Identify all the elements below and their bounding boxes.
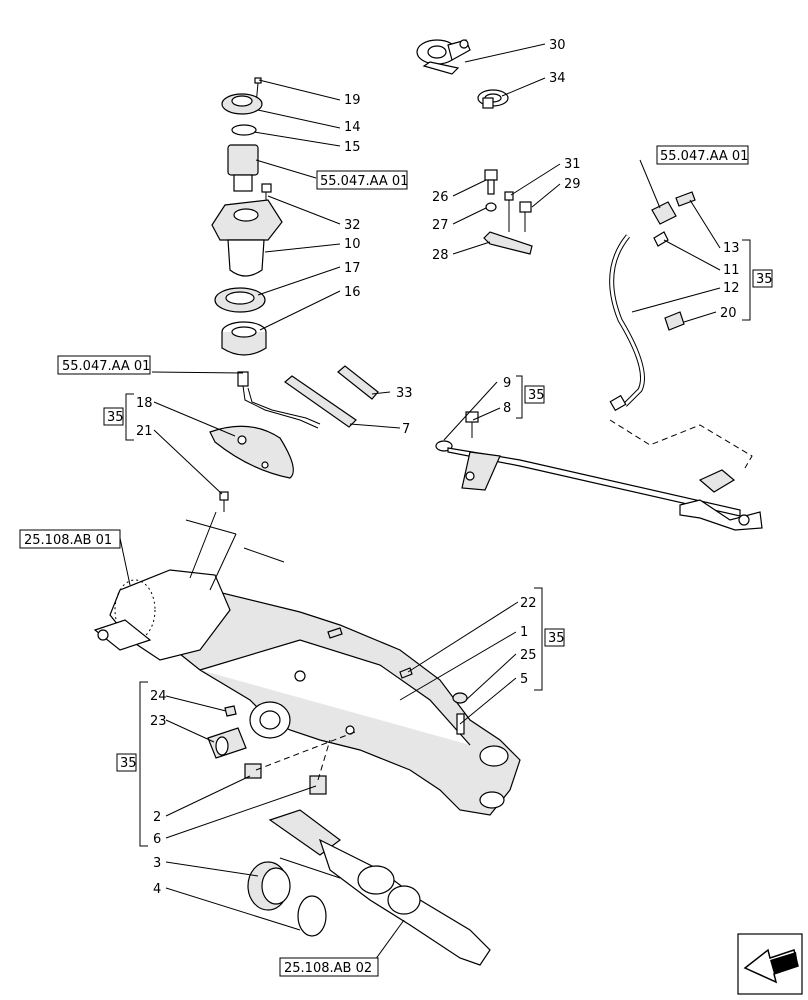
ref-label: 55.047.AA 01 xyxy=(320,174,408,189)
leader-lines xyxy=(119,43,721,961)
callout-30: 30 xyxy=(549,38,566,53)
part-18-plate xyxy=(209,425,294,479)
part-17-seal xyxy=(214,287,266,313)
part-26-bolt xyxy=(484,169,498,195)
part-2-plug xyxy=(244,763,262,779)
part-14-cap xyxy=(221,93,263,115)
callout-26: 26 xyxy=(432,190,449,205)
ref-box-55047-right[interactable]: 55.047.AA 01 xyxy=(656,145,749,165)
callout-4: 4 xyxy=(153,882,161,897)
group-box-35-plate[interactable]: 35 xyxy=(103,407,124,426)
part-12-hose xyxy=(609,234,645,412)
callout-9: 9 xyxy=(503,376,511,391)
part-6-plug xyxy=(309,775,327,795)
part-sensor-cable xyxy=(237,371,321,429)
callout-17: 17 xyxy=(344,261,361,276)
plug-dash-line xyxy=(255,731,356,771)
callout-2: 2 xyxy=(153,810,161,825)
part-drive-shaft xyxy=(268,809,491,966)
group-label: 35 xyxy=(548,631,565,646)
part-1-axle-housing xyxy=(169,589,521,816)
ref-label: 25.108.AB 01 xyxy=(24,533,112,548)
part-31-screw xyxy=(504,191,514,232)
callout-10: 10 xyxy=(344,237,361,252)
part-pin-top xyxy=(327,627,343,639)
callout-22: 22 xyxy=(520,596,537,611)
part-27-washer xyxy=(485,202,497,212)
callout-15: 15 xyxy=(344,140,361,155)
part-30-clamp xyxy=(416,39,471,75)
part-21-screw xyxy=(219,491,229,512)
callout-32: 32 xyxy=(344,218,361,233)
callout-14: 14 xyxy=(344,120,361,135)
callout-29: 29 xyxy=(564,177,581,192)
group-label: 35 xyxy=(120,756,137,771)
ref-box-55047-left[interactable]: 55.047.AA 01 xyxy=(57,355,151,375)
group-label: 35 xyxy=(528,388,545,403)
group-box-35-left[interactable]: 35 xyxy=(116,753,137,772)
part-11-cap xyxy=(653,231,669,247)
callout-16: 16 xyxy=(344,285,361,300)
callout-18: 18 xyxy=(136,396,153,411)
plug-dash-line-2 xyxy=(317,739,331,781)
group-label: 35 xyxy=(107,410,124,425)
part-9-lever xyxy=(435,440,763,531)
part-29-bolt xyxy=(519,201,532,232)
hose-routing-line xyxy=(609,419,753,469)
ref-box-25108-01[interactable]: 25.108.AB 01 xyxy=(19,529,121,549)
part-33-sleeve xyxy=(337,365,379,400)
part-20-clip xyxy=(664,311,685,331)
part-4-oring xyxy=(297,895,327,937)
part-7-sleeve xyxy=(284,375,357,428)
callout-19: 19 xyxy=(344,93,361,108)
group-box-35-axle[interactable]: 35 xyxy=(544,628,565,647)
part-sensor-body xyxy=(227,144,259,192)
callout-23: 23 xyxy=(150,714,167,729)
group-box-35-lever[interactable]: 35 xyxy=(524,385,545,404)
group-brackets xyxy=(125,239,751,847)
part-34-hose-clip xyxy=(477,89,509,109)
ref-box-25108-02[interactable]: 25.108.AB 02 xyxy=(279,957,379,977)
callout-5: 5 xyxy=(520,672,528,687)
callout-27: 27 xyxy=(432,218,449,233)
part-3-seal xyxy=(247,861,291,911)
part-connector xyxy=(651,201,677,225)
callout-11: 11 xyxy=(723,263,740,278)
part-10-housing xyxy=(211,199,283,277)
part-13-plug xyxy=(675,191,696,207)
callout-12: 12 xyxy=(723,281,740,296)
ref-label: 55.047.AA 01 xyxy=(660,149,748,164)
group-box-35-right[interactable]: 35 xyxy=(752,269,773,288)
callout-3: 3 xyxy=(153,856,161,871)
part-16-bearing xyxy=(221,321,267,356)
callout-13: 13 xyxy=(723,241,740,256)
part-15-ring xyxy=(231,124,257,136)
group-label: 35 xyxy=(756,272,773,287)
callout-21: 21 xyxy=(136,424,153,439)
part-24-pin xyxy=(224,705,237,717)
callout-20: 20 xyxy=(720,306,737,321)
callout-33: 33 xyxy=(396,386,413,401)
arrow-back-icon[interactable] xyxy=(737,933,803,995)
part-22-pin xyxy=(399,667,413,679)
part-left-hub xyxy=(93,511,285,661)
part-23-bush xyxy=(207,727,247,759)
callout-28: 28 xyxy=(432,248,449,263)
part-25-nut xyxy=(452,692,468,704)
callout-7: 7 xyxy=(402,422,410,437)
part-8-bolt xyxy=(465,411,479,438)
part-28-bracket xyxy=(483,231,533,255)
ref-box-55047-top[interactable]: 55.047.AA 01 xyxy=(316,170,408,190)
callout-25: 25 xyxy=(520,648,537,663)
callout-34: 34 xyxy=(549,71,566,86)
ref-label: 25.108.AB 02 xyxy=(284,961,372,976)
callout-6: 6 xyxy=(153,832,161,847)
callout-1: 1 xyxy=(520,625,528,640)
callout-8: 8 xyxy=(503,401,511,416)
seal-guide-line xyxy=(279,857,341,879)
callout-31: 31 xyxy=(564,157,581,172)
ref-label: 55.047.AA 01 xyxy=(62,359,150,374)
callout-24: 24 xyxy=(150,689,167,704)
